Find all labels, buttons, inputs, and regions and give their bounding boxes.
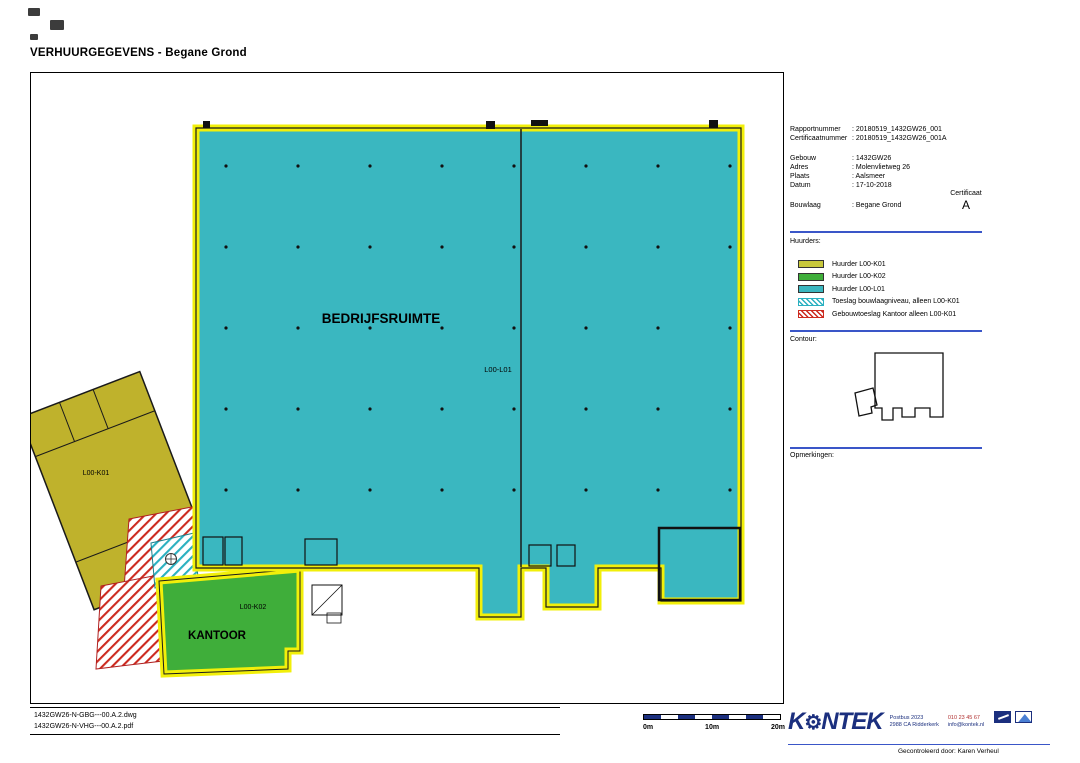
legend-heading: Huurders: [790,238,821,245]
meta-value: : Aalsmeer [852,173,886,180]
meta-value: : Molenvlietweg 26 [852,164,910,171]
certificate-grade-block: Certificaat A [940,190,992,212]
address-line: 2988 CA Ridderkerk [889,721,939,728]
scan-artifact [30,34,38,40]
phone-line: 010 23 45 67 [947,715,980,721]
scale-20: 20m [770,724,785,731]
meta-row: Adres : Molenvlietweg 26 [790,163,990,172]
legend-label: Huurder L00-L01 [832,285,885,293]
certificate-grade: A [961,198,970,212]
meta-row: Bouwlaag : Begane Grond [790,201,990,210]
kantoor-label: KANTOOR [188,630,247,642]
logo-contact: 010 23 45 67 info@kontek.nl [948,715,984,728]
swatch-cyan [798,285,824,293]
logo-letters: NTEK [821,708,883,735]
meta-row: Certificaatnummer : 20180519_1432GW26_001… [790,134,990,143]
hall-label: BEDRIJFSRUIMTE [322,311,441,326]
kantoor-area [155,565,304,678]
scan-artifact [28,8,40,16]
legend-item: Huurder L00-L01 [798,285,960,293]
file-name: 1432GW26-N-GBG---00.A.2.dwg [34,712,137,719]
legend-item: Gebouwtoeslag Kantoor alleen L00-K01 [798,310,960,318]
report-metadata: Rapportnummer : 20180519_1432GW26_001 Cer… [790,125,990,210]
address-line: Postbus 2023 [889,715,924,721]
contour-map [845,347,950,444]
meta-label: Gebouw [790,155,817,162]
top-edge-markers [203,120,718,129]
meta-label: Rapportnummer [790,126,841,133]
scan-artifact [50,20,64,30]
meta-row: Datum : 17-10-2018 [790,181,990,190]
legend-label: Gebouwtoeslag Kantoor alleen L00-K01 [832,310,957,318]
drawing-files: 1432GW26-N-GBG---00.A.2.dwg 1432GW26-N-V… [30,707,560,735]
legend-label: Huurder L00-K02 [832,273,886,280]
logo-wordmark: K⚙NTEK [788,708,884,737]
email-line: info@kontek.nl [947,721,985,728]
swatch-yellow [798,260,824,268]
interior-details [202,526,742,624]
contour-outline [874,352,944,421]
logo-contact-info: Postbus 2023 2988 CA Ridderkerk 010 23 4… [890,715,985,728]
legend: Huurder L00-K01 Huurder L00-K02 Huurder … [798,260,960,323]
legend-label: Huurder L00-K01 [832,260,886,268]
certification-badge [1015,711,1033,723]
meta-value: : 20180519_1432GW26_001A [852,135,947,142]
opmerkingen-heading: Opmerkingen: [790,452,834,459]
gear-icon: ⚙ [804,712,822,734]
footer-rule [788,744,1050,745]
legend-label: Toeslag bouwlaagniveau, alleen L00-K01 [832,298,960,305]
divider-rule [790,330,982,332]
legend-item: Huurder L00-K02 [798,272,960,281]
meta-label: Adres [790,164,809,171]
meta-row: Plaats : Aalsmeer [790,172,990,181]
certification-badge [994,711,1012,723]
meta-label: Bouwlaag [790,202,821,209]
kantoor-code-label: L00-K02 [240,604,267,611]
company-logo: K⚙NTEK Postbus 2023 2988 CA Ridderkerk 0… [788,708,1033,737]
meta-label: Datum [790,182,811,189]
meta-value: : 17-10-2018 [852,182,892,189]
file-name: 1432GW26-N-VHG---00.A.2.pdf [34,723,134,730]
meta-value: : Begane Grond [852,202,902,209]
swatch-green [798,272,824,281]
swatch-cyan-hatch [798,297,824,306]
divider-rule [790,231,982,233]
meta-row: Rapportnummer : 20180519_1432GW26_001 [790,125,990,134]
meta-label: Certificaatnummer [790,135,848,142]
contour-annex-outline [854,387,878,417]
legend-item: Huurder L00-K01 [798,260,960,268]
swatch-red-hatch [798,310,824,318]
scale-0: 0m [643,724,654,731]
annex-code-label: L00-K01 [83,470,110,477]
certificate-label: Certificaat [950,190,982,197]
page-title: VERHUURGEGEVENS - Begane Grond [30,47,247,59]
divider-rule [790,447,982,449]
scale-bar-graphic [643,714,781,720]
column-grid-dots [201,133,736,563]
meta-label: Plaats [790,173,810,180]
logo-address: Postbus 2023 2988 CA Ridderkerk [890,715,939,728]
logo-letter: K [788,708,805,735]
stair-symbol [165,553,177,565]
scale-labels: 0m 10m 20m [643,724,785,731]
meta-value: : 20180519_1432GW26_001 [852,126,942,133]
meta-value: : 1432GW26 [852,155,892,162]
scale-bar: 0m 10m 20m [643,714,785,731]
scale-10: 10m [705,724,720,731]
meta-row: Gebouw : 1432GW26 [790,154,990,163]
certification-badges [994,711,1033,723]
contour-heading: Contour: [790,336,817,343]
checked-by: Gecontroleerd door: Karen Verheul [898,748,999,755]
floor-plan: BEDRIJFSRUIMTE L00-L01 L00-K01 L00-K02 K… [31,120,745,678]
legend-item: Toeslag bouwlaagniveau, alleen L00-K01 [798,297,960,306]
drawing-frame: BEDRIJFSRUIMTE L00-L01 L00-K01 L00-K02 K… [30,72,784,704]
hall-code-label: L00-L01 [484,365,512,374]
